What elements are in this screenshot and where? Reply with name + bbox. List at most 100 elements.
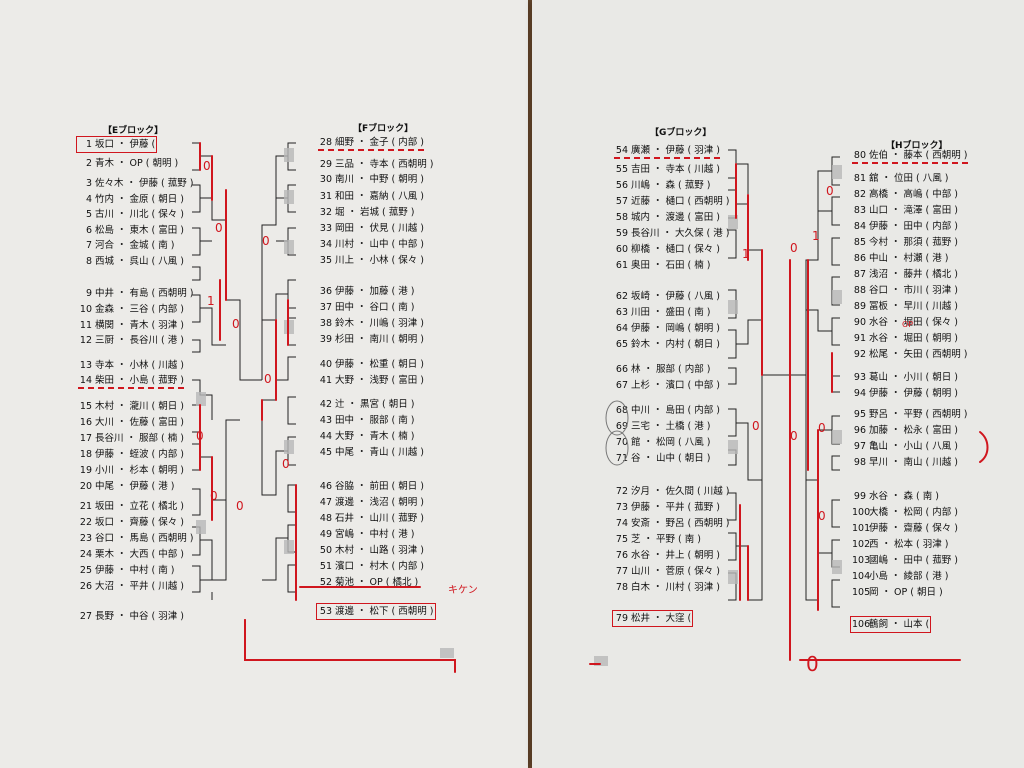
player-names: 谷 ・ 山中 xyxy=(631,453,676,464)
player-names: 川田 ・ 盛田 xyxy=(631,307,685,318)
entry-number: 104 xyxy=(852,571,871,582)
entry-number: 105 xyxy=(852,587,871,598)
team-name: ( 朝明 ) xyxy=(687,323,720,334)
entry-number: 28 xyxy=(319,137,332,148)
team-name: ( 西朝明 ) xyxy=(687,196,730,207)
player-names: 坂崎 ・ 伊藤 xyxy=(631,291,685,302)
block-title-e: 【Eブロック】 xyxy=(103,126,164,136)
svg-text:0: 0 xyxy=(215,221,223,235)
entry-number: 83 xyxy=(853,205,866,216)
svg-text:0: 0 xyxy=(790,429,798,443)
annotation-op: OP xyxy=(902,320,914,329)
player-names: 山川 ・ 菅原 xyxy=(631,566,685,577)
team-name: ( 朝日 ) xyxy=(382,399,415,410)
team-name: ( 朝明 ) xyxy=(391,334,424,345)
team-name: ( 朝日 ) xyxy=(678,453,711,464)
player-names: 伊藤 ・ 齋藤 xyxy=(869,523,923,534)
player-names: 山口 ・ 滝澤 xyxy=(869,205,923,216)
svg-text:0: 0 xyxy=(203,159,211,173)
team-name: ( 八風 ) xyxy=(151,256,184,267)
team-name: ( 西朝明 ) xyxy=(151,288,194,299)
team-name: ( 保々 ) xyxy=(925,317,958,328)
player-names: 岡 ・ OP xyxy=(869,587,908,598)
entry-number: 92 xyxy=(853,349,866,360)
team-name: ( 橘北 ) xyxy=(385,577,419,588)
team-name: ( 港 ) xyxy=(925,571,949,582)
team-name: ( 内部 ) xyxy=(925,221,958,232)
team-name: ( 橘北 ) xyxy=(925,269,958,280)
team-name: ( 川越 ) xyxy=(697,486,730,497)
entry-number: 96 xyxy=(853,425,866,436)
entry-number: 84 xyxy=(853,221,866,232)
player-names: 菊池 ・ OP xyxy=(335,577,383,588)
team-name: ( 内部 ) xyxy=(687,405,720,416)
entry-number: 68 xyxy=(615,405,628,416)
entry-number: 15 xyxy=(79,401,92,412)
player-names: 中井 ・ 有島 xyxy=(95,288,149,299)
team-name: ( 楠 ) xyxy=(687,260,711,271)
player-names: 亀山 ・ 小山 xyxy=(869,441,923,452)
player-names: 中尾 ・ 青山 xyxy=(335,447,389,458)
player-names: 水谷 ・ 堀田 xyxy=(869,333,923,344)
player-names: 谷口 ・ 馬島 xyxy=(95,533,149,544)
entry-number: 64 xyxy=(615,323,628,334)
player-names: 大橋 ・ 松岡 xyxy=(869,507,923,518)
player-names: 加藤 ・ 松永 xyxy=(869,425,923,436)
entry-number: 18 xyxy=(79,449,92,460)
entry-number: 2 xyxy=(85,158,92,169)
player-names: 宮嶋 ・ 中村 xyxy=(335,529,389,540)
entry-number: 48 xyxy=(319,513,332,524)
player-names: 中山 ・ 村瀬 xyxy=(869,253,923,264)
player-names: 伊藤 ・ 平井 xyxy=(631,502,685,513)
player-names: 田中 ・ 谷口 xyxy=(335,302,389,313)
entry-number: 34 xyxy=(319,239,332,250)
player-names: 金森 ・ 三谷 xyxy=(95,304,149,315)
player-names: 芝 ・ 平野 xyxy=(631,534,676,545)
player-names: 大野 ・ 浅野 xyxy=(335,375,389,386)
entry-number: 63 xyxy=(615,307,628,318)
player-names: 坂口 ・ 伊藤 xyxy=(95,139,149,150)
entry-number: 21 xyxy=(79,501,92,512)
player-names: 長谷川 ・ 大久保 xyxy=(631,228,704,239)
team-name: ( 港 ) xyxy=(925,253,949,264)
team-name: ( 朝日 ) xyxy=(687,339,720,350)
player-names: 奥田 ・ 石田 xyxy=(631,260,685,271)
player-names: 葛山 ・ 小川 xyxy=(869,372,923,383)
player-names: 吉田 ・ 寺本 xyxy=(631,164,685,175)
team-name: ( 川越 ) xyxy=(391,223,424,234)
svg-text:1: 1 xyxy=(742,247,750,261)
team-name: ( 川越 ) xyxy=(391,447,424,458)
player-names: 松島 ・ 東木 xyxy=(95,225,149,236)
player-names: 鶴飼 ・ 山本 xyxy=(869,619,923,630)
team-name: ( 中部 ) xyxy=(151,549,184,560)
team-name: ( 菰野 ) xyxy=(925,237,958,248)
team-name: ( 南 ) xyxy=(391,302,415,313)
team-name: ( 八風 ) xyxy=(687,291,720,302)
team-name: ( 菰野 ) xyxy=(161,178,194,189)
entry-number: 12 xyxy=(79,335,92,346)
block-title-g: 【Gブロック】 xyxy=(650,128,712,138)
team-name: ( 八風 ) xyxy=(925,441,958,452)
